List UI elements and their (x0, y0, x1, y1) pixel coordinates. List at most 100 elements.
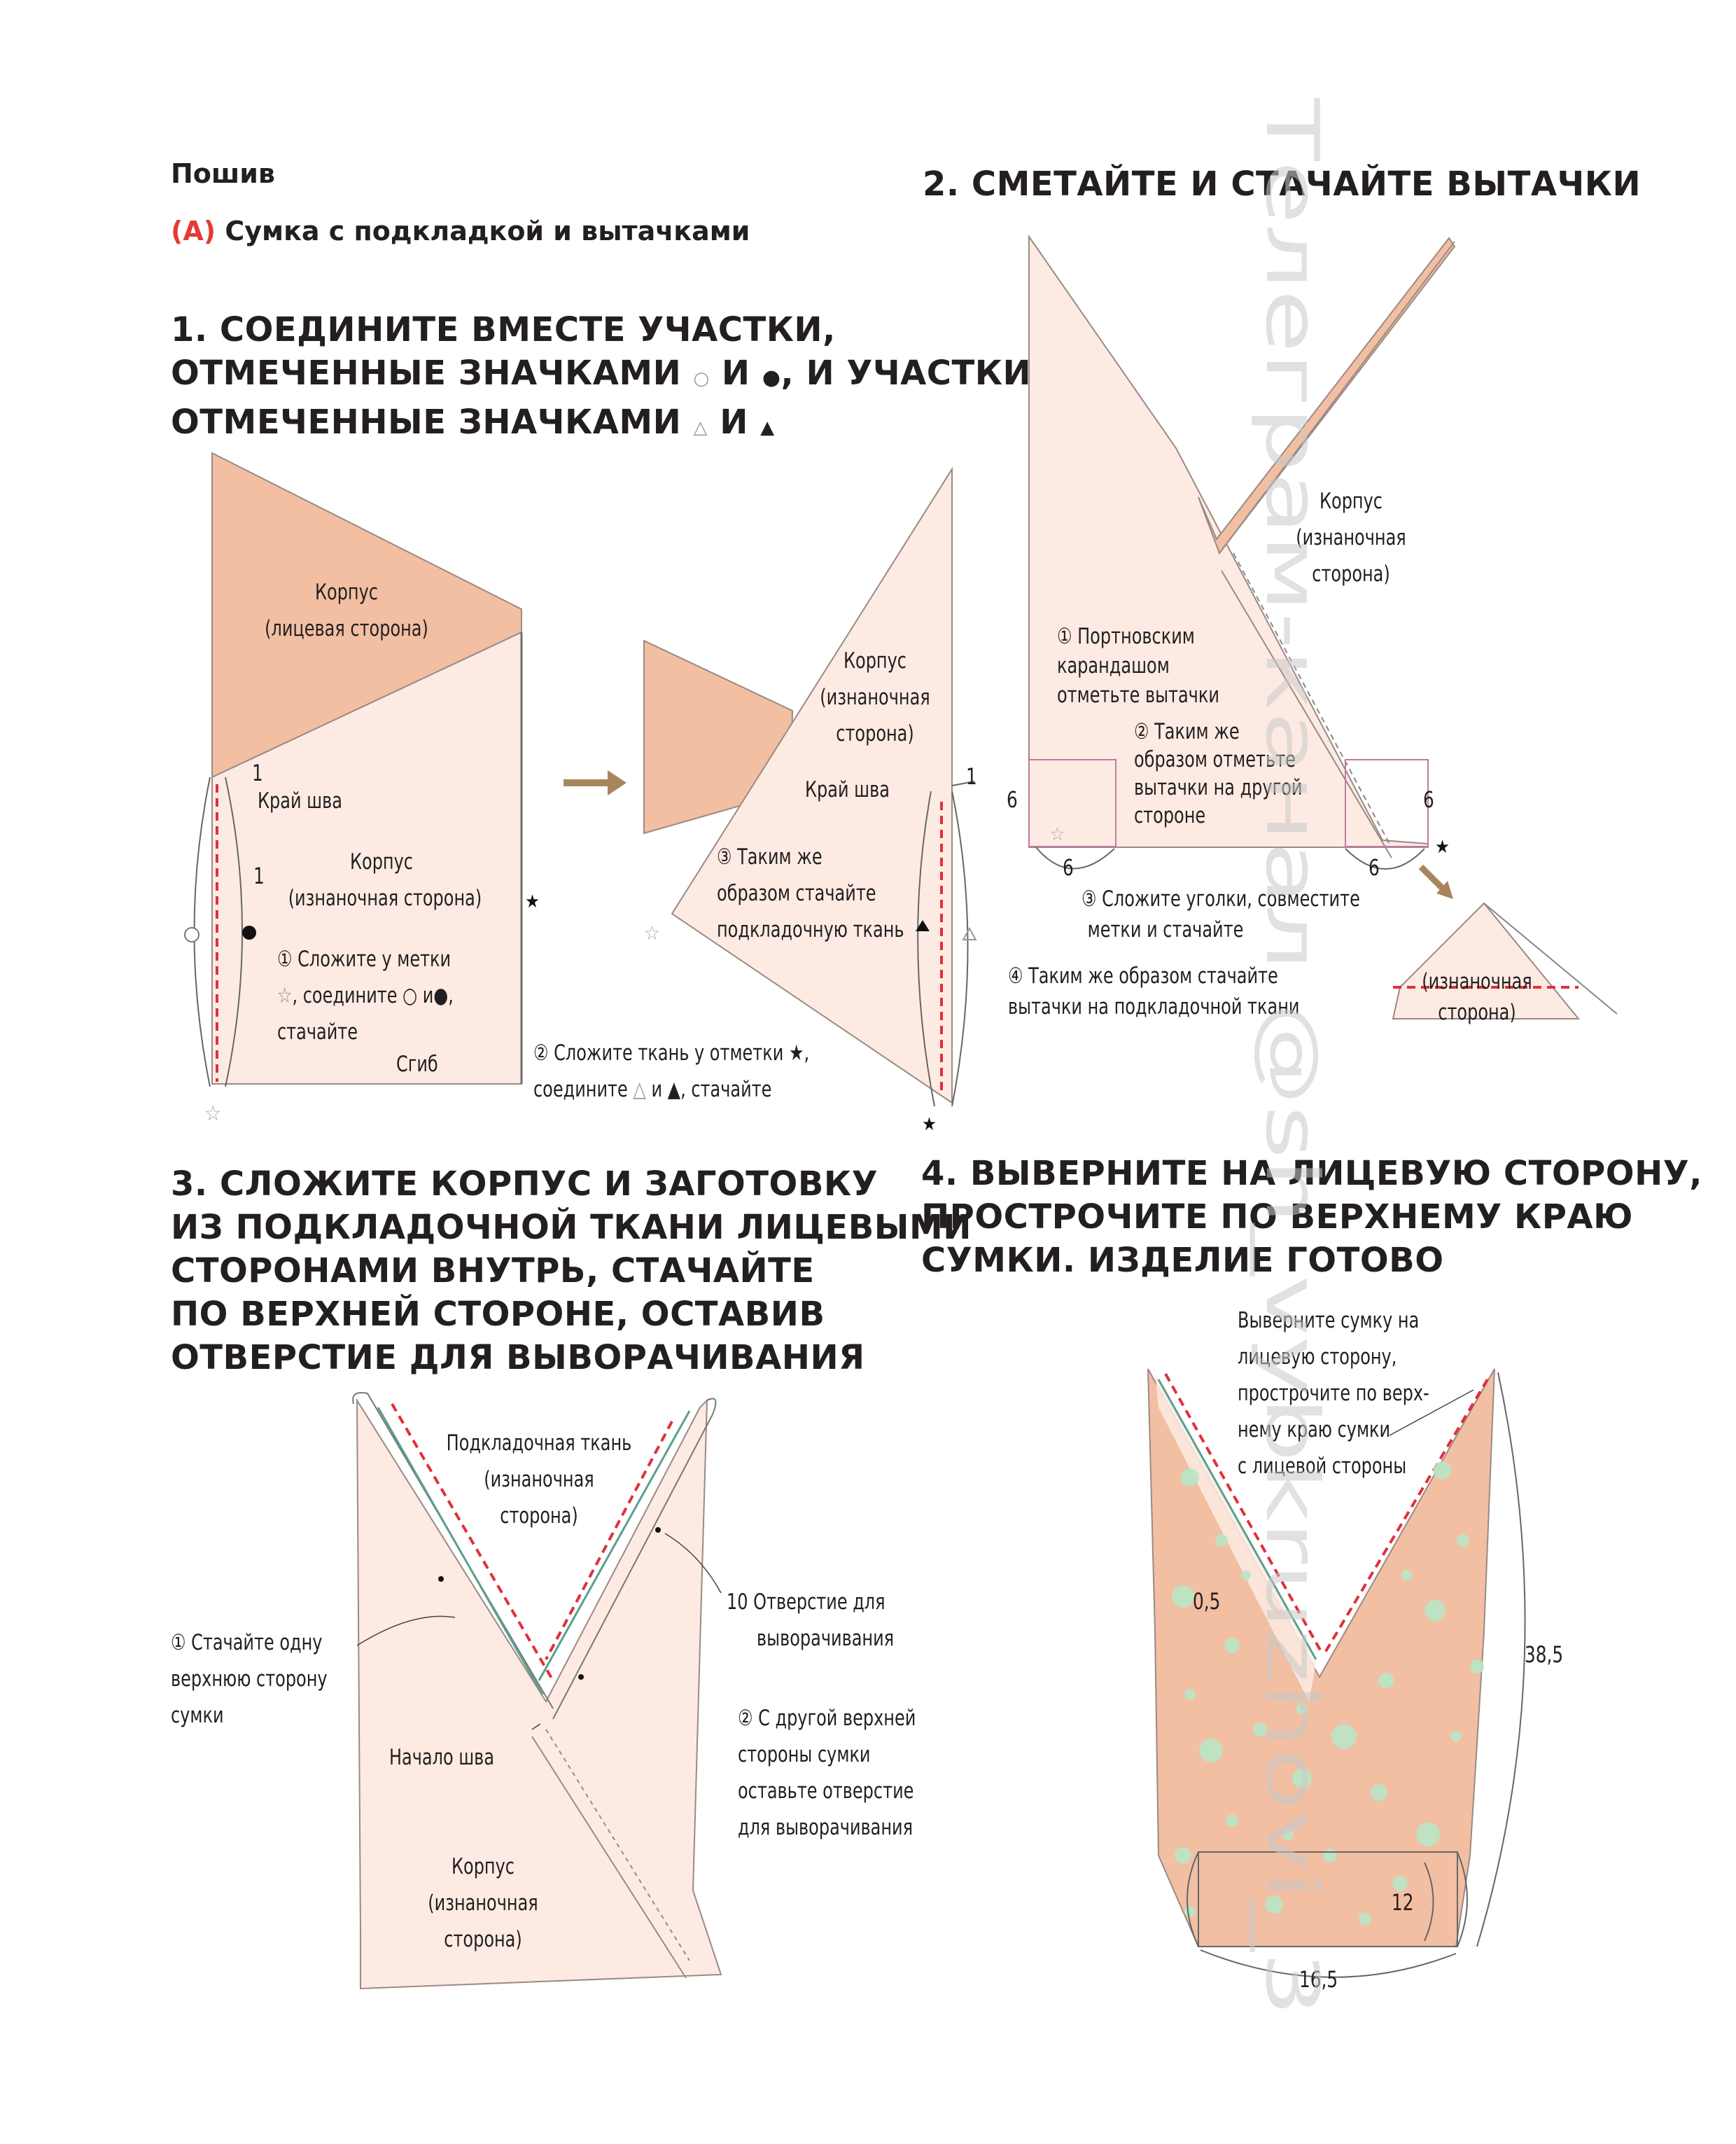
step4-dim-depth: 12 (1392, 1889, 1414, 1916)
step3-label-sew-one: ① Стачайте одну верхнюю сторону сумки (171, 1624, 328, 1734)
step1-fold2-line2: соедините △ и ▲, стачайте (533, 1071, 809, 1108)
step2-dim-right-h: 6 (1368, 854, 1380, 881)
step2-dim-left-v: 6 (1007, 786, 1018, 813)
step2-dim-left-h: 6 (1063, 854, 1074, 881)
step2-wrong-small-line2: сторона) (1438, 1000, 1516, 1025)
step1-num-right: 1 (966, 763, 977, 790)
step4-heading: 4. ВЫВЕРНИТЕ НА ЛИЦЕВУЮ СТОРОНУ, ПРОСТРО… (921, 1152, 1702, 1282)
step1-heading-line3a: ОТМЕЧЕННЫЕ ЗНАЧКАМИ (171, 403, 682, 442)
step1-same3-line2: образом стачайте (717, 881, 876, 906)
star-mark: ☆ (204, 1101, 221, 1126)
step1-body-wrong-title: Корпус (349, 849, 413, 875)
step1-label-fold-note: ① Сложите у метки ☆, соедините ○ и●, ста… (277, 941, 454, 1050)
step3-heading-line4: ПО ВЕРХНЕЙ СТОРОНЕ, ОСТАВИВ (171, 1295, 825, 1334)
step2-corner3-line2: метки и стачайте (1087, 917, 1244, 942)
step3-opening-line1: 10 Отверстие для (727, 1589, 886, 1615)
step1-heading: 1. СОЕДИНИТЕ ВМЕСТЕ УЧАСТКИ, ОТМЕЧЕННЫЕ … (171, 308, 1044, 450)
step2-dart-box-right (1345, 759, 1429, 847)
step2-label-wrong-small: (изнаночная сторона) (1417, 966, 1537, 1028)
step3-body-line3: сторона) (444, 1927, 522, 1952)
star-icon: ☆ (277, 983, 293, 1008)
step4-turn-line4: нему краю сумки (1238, 1417, 1391, 1442)
step4-dim-width: 16,5 (1299, 1966, 1338, 1993)
step1-fold-note-line1: ① Сложите у метки (277, 947, 451, 972)
step2-dim-right-v: 6 (1423, 786, 1434, 813)
step4-topstitch-right (1322, 1378, 1489, 1657)
svg-text:★: ★ (1435, 837, 1450, 858)
step2-corner3-line1: ③ Сложите уголки, совместите (1082, 886, 1360, 912)
step3-label-body: Корпус (изнаночная сторона) (423, 1849, 543, 1958)
filled-circle-mark (242, 926, 256, 940)
step4-turn-line3: прострочите по верх- (1238, 1381, 1429, 1406)
svg-text:★: ★ (922, 1114, 937, 1135)
step1-same3-line1: ③ Таким же (717, 844, 822, 870)
step1-fold2-join: соедините (533, 1077, 628, 1102)
step1-label-body-face: Корпус (лицевая сторона) (247, 574, 446, 647)
step3-sew-one-line1: ① Стачайте одну (171, 1630, 323, 1655)
step3-lining-line2: (изнаночная (484, 1467, 594, 1492)
step3-heading-line5: ОТВЕРСТИЕ ДЛЯ ВЫВОРАЧИВАНИЯ (171, 1338, 865, 1377)
step1-fold-note-and: и (422, 983, 434, 1008)
step1-label-fold2: ② Сложите ткань у отметки ★, соедините △… (533, 1035, 809, 1108)
step3-other-line1: ② С другой верхней (738, 1706, 916, 1731)
step3-sew-one-line3: сумки (171, 1703, 224, 1728)
step3-body-line2: (изнаночная (428, 1891, 538, 1916)
subsection-marker: (А) (171, 216, 216, 246)
step3-outline-left (352, 1392, 554, 1709)
step2-lining4-line1: ④ Таким же образом стачайте (1008, 963, 1278, 989)
step4-turn-line2: лицевую сторону, (1238, 1344, 1397, 1370)
step3-body-line1: Корпус (451, 1854, 514, 1879)
step1-right-wrong-piece (671, 466, 953, 1104)
step2-seam (1233, 552, 1390, 844)
step2-body-sub2: сторона) (1312, 562, 1390, 587)
step1-body-wrong2-sub2: сторона) (836, 721, 914, 746)
step3-heading-line2: ИЗ ПОДКЛАДОЧНОЙ ТКАНИ ЛИЦЕВЫМИ (171, 1208, 972, 1247)
step1-heading-line2: ОТМЕЧЕННЫЕ ЗНАЧКАМИ ○ И ●, И УЧАСТКИ, (171, 351, 1044, 401)
svg-text:☆: ☆ (644, 921, 660, 945)
step1-heading-and2: И (720, 403, 748, 442)
step3-outline-right (552, 1398, 717, 1720)
filled-circle-icon: ● (762, 366, 781, 390)
step1-label-seam-edge2: Край шва (805, 777, 890, 802)
step3-heading: 3. СЛОЖИТЕ КОРПУС И ЗАГОТОВКУ ИЗ ПОДКЛАД… (171, 1162, 972, 1379)
step3-other-line2: стороны сумки (738, 1742, 871, 1767)
svg-text:☆: ☆ (1050, 824, 1065, 845)
step2-heading: 2. СМЕТАЙТЕ И СТАЧАЙТЕ ВЫТАЧКИ (923, 165, 1642, 204)
watermark-text: Телеграм-канал @sh_vybkruzhovi_3 (1250, 98, 1335, 2017)
open-circle-icon: ○ (402, 983, 418, 1008)
step4-bag-body (1147, 1368, 1495, 1947)
open-circle-icon: ○ (693, 368, 710, 389)
step2-label-mark2: ② Таким же образом отметьте вытачки на д… (1134, 718, 1302, 830)
step3-label-opening: 10 Отверстие для выворачивания (727, 1584, 894, 1657)
step3-heading-line1: 3. СЛОЖИТЕ КОРПУС И ЗАГОТОВКУ (171, 1164, 878, 1204)
step2-mark2-line4: стороне (1134, 803, 1206, 828)
step4-dim-height: 38,5 (1525, 1641, 1564, 1668)
step1-fold-note-line3: стачайте (277, 1019, 358, 1045)
step1-fold2-sew: , стачайте (680, 1077, 772, 1102)
step2-label-mark1: ① Портновским карандашом отметьте вытачк… (1057, 622, 1219, 710)
step4-height-dim (1476, 1372, 1526, 1947)
step3-other-line4: для выворачивания (738, 1815, 913, 1840)
step3-body-panel (356, 1398, 722, 1990)
step2-mark2-line3: вытачки на другой (1134, 775, 1303, 800)
step2-body-sub1: (изнаночная (1296, 525, 1406, 550)
step1-label-fold: Сгиб (396, 1052, 438, 1077)
star-filled-icon: ★ (788, 1040, 804, 1066)
section-title: Пошив (171, 158, 275, 189)
step3-opening-line2: выворачивания (757, 1626, 895, 1651)
step2-lining4-line2: вытачки на подкладочной ткани (1008, 994, 1300, 1019)
step2-wrong-small-line1: (изнаночная (1422, 969, 1532, 994)
subsection-text: Сумка с подкладкой и вытачками (225, 216, 750, 246)
filled-triangle-icon: ▲ (667, 1077, 681, 1102)
step1-fold2-and: и (651, 1077, 663, 1102)
step3-other-line3: оставьте отверстие (738, 1778, 914, 1804)
step2-mark2-line1: ② Таким же (1134, 719, 1240, 744)
open-triangle-icon: △ (633, 1077, 646, 1102)
step1-body-wrong2-title: Корпус (843, 648, 906, 674)
step4-heading-line3: СУМКИ. ИЗДЕЛИЕ ГОТОВО (921, 1241, 1444, 1280)
step4-heading-line2: ПРОСТРОЧИТЕ ПО ВЕРХНЕМУ КРАЮ (921, 1197, 1633, 1237)
step1-num-mid: 1 (253, 863, 265, 889)
